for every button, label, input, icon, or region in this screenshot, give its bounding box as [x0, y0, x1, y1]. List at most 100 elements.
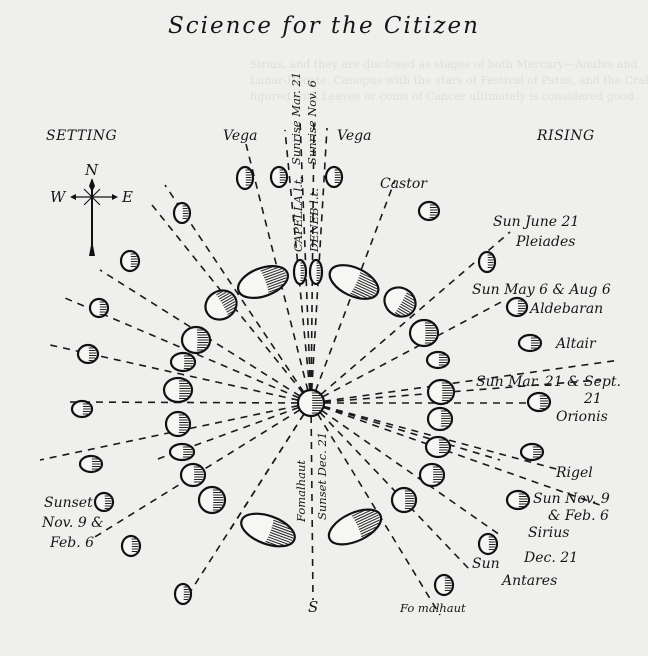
stone-outline	[517, 333, 543, 353]
sun-june-label: Sun June 21	[493, 214, 579, 230]
stone-outline	[526, 391, 552, 413]
standing-stone	[204, 289, 238, 321]
sirius-label: Sirius	[528, 525, 569, 541]
stone-outline	[417, 200, 441, 222]
sight-line	[310, 402, 314, 601]
stone-outline	[292, 258, 308, 286]
standing-stone	[76, 343, 100, 365]
stone-hatching	[355, 283, 376, 295]
aldebaran-label: Aldebaran	[528, 301, 603, 317]
stone-hatching	[262, 268, 282, 277]
sun-may-label: Sun May 6 & Aug 6	[472, 282, 611, 298]
stone-outline	[88, 297, 110, 319]
stone-hatching	[354, 511, 375, 521]
stone-outline	[505, 296, 529, 318]
stone-outline	[70, 399, 94, 419]
stone-outline	[390, 486, 418, 514]
antares-label: Antares	[500, 573, 557, 589]
sunset-label: Sunset	[44, 495, 93, 511]
west-arrow-icon	[70, 194, 76, 200]
ghost-line: Lunar-Hecate. Canopus with the stars of …	[250, 74, 648, 87]
page-title: Science for the Citizen	[168, 13, 480, 39]
standing-stone	[169, 351, 197, 373]
stone-outline	[327, 508, 383, 546]
standing-stone	[526, 391, 552, 413]
vega-right-label: Vega	[337, 128, 371, 144]
standing-stone	[78, 454, 104, 474]
sight-line	[310, 299, 506, 404]
stone-hatching	[270, 529, 294, 539]
standing-stone	[240, 512, 296, 548]
stone-hatching	[226, 306, 236, 313]
stone-hatching	[353, 288, 371, 298]
stone-hatching	[359, 274, 376, 283]
pleiades-label: Pleiades	[515, 234, 575, 250]
sunrise-mar-label: Sunrise Mar. 21	[289, 72, 303, 165]
stone-hatching	[216, 290, 224, 296]
standing-stone	[119, 249, 141, 273]
stone-hatching	[272, 524, 293, 533]
stone-hatching	[265, 274, 287, 283]
standing-stone	[324, 165, 344, 189]
castor-label: Castor	[380, 176, 428, 192]
standing-stone	[505, 489, 531, 511]
standing-stone	[390, 486, 418, 514]
sun-nov-label: Sun Nov. 9	[533, 491, 610, 507]
stone-outline	[162, 376, 194, 404]
compass-west-label: W	[50, 188, 67, 206]
sight-line	[151, 204, 312, 404]
sight-line	[164, 184, 312, 404]
background-bleed-text: Sirius, and they are disclosed as stages…	[250, 58, 648, 103]
sight-line	[310, 119, 315, 404]
standing-stone	[197, 485, 227, 515]
stone-hatching	[397, 307, 408, 315]
compass-south-label: S	[308, 598, 318, 616]
stone-hatching	[359, 522, 380, 533]
stone-hatching	[400, 303, 412, 311]
standing-stone	[505, 296, 529, 318]
standing-stone	[93, 491, 115, 513]
sight-line	[310, 231, 511, 404]
standing-stone	[519, 442, 545, 462]
capella-label: CAPELLA l.t.	[291, 176, 305, 252]
sight-line	[69, 401, 312, 404]
stone-outline	[93, 491, 115, 513]
stone-hatching	[265, 540, 278, 547]
stone-hatching	[219, 292, 230, 300]
standing-stone	[308, 258, 324, 286]
standing-stone	[180, 325, 212, 355]
stone-outline	[76, 343, 100, 365]
stone-hatching	[268, 534, 291, 543]
sunset-feb-label: Feb. 6	[49, 535, 94, 551]
rising-header: RISING	[536, 128, 595, 144]
stone-outline	[383, 286, 417, 318]
standing-stone	[426, 406, 454, 432]
setting-header: SETTING	[46, 128, 117, 144]
sunrise-nov-label: Sunrise Nov. 6	[305, 80, 319, 165]
standing-stone	[173, 582, 193, 606]
stone-outline	[296, 388, 326, 418]
stone-hatching	[353, 510, 371, 519]
stone-hatching	[261, 266, 279, 274]
stone-outline	[505, 489, 531, 511]
deneb-label: DENEB l.t.	[307, 188, 321, 253]
sight-line	[310, 402, 501, 461]
standing-stone	[179, 462, 207, 488]
east-arrow-icon	[112, 194, 118, 200]
stone-hatching	[260, 266, 274, 272]
stone-hatching	[264, 272, 286, 281]
standing-stone	[327, 508, 383, 546]
standing-stone	[408, 318, 440, 348]
standing-stone	[70, 399, 94, 419]
altar-stone	[296, 388, 326, 418]
stone-hatching	[399, 305, 411, 313]
orionis-label: Orionis	[556, 409, 608, 425]
stone-hatching	[356, 281, 377, 292]
compass-rose: N W E	[50, 161, 133, 256]
stone-hatching	[358, 277, 377, 287]
stone-outline	[425, 350, 451, 370]
stone-hatching	[267, 536, 288, 545]
stone-hatching	[272, 522, 291, 530]
stone-outline	[408, 318, 440, 348]
